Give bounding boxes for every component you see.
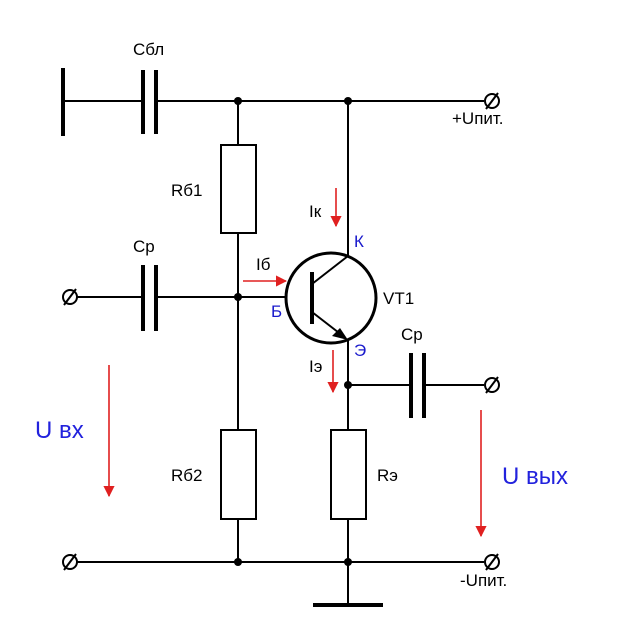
label-pin-emitter: Э [354,341,366,360]
label-u-in: U вх [35,417,84,444]
label-r-b1: Rб1 [171,181,202,200]
label-r-e: Rэ [377,466,398,485]
label-i-emitter: Iэ [309,357,322,376]
transistor-emitter-arrow [332,328,348,340]
terminal-bottom-left-slash [63,553,77,571]
terminal-input-slash [63,288,77,306]
label-r-b2: Rб2 [171,466,202,485]
label-u-out: U вых [502,463,568,490]
resistor-re [330,429,367,520]
label-i-base: Iб [256,255,271,274]
terminal-supply-neg-slash [485,553,499,571]
node-bottom-rb2 [234,558,242,566]
terminal-supply-pos-slash [485,92,499,110]
label-c-block: Сбл [133,40,164,59]
label-supply-neg: -Uпит. [460,571,507,590]
node-base [234,293,242,301]
label-pin-collector: К [354,232,364,251]
label-transistor: VT1 [383,289,414,308]
label-supply-pos: +Uпит. [452,109,504,128]
transistor-vt1-body [284,251,378,345]
terminal-output-slash [485,376,499,394]
label-c-in: Ср [133,237,155,256]
label-i-collector: Iк [309,202,322,221]
label-c-out: Ср [401,325,423,344]
resistor-rb2 [220,429,257,520]
resistor-rb1 [220,144,257,234]
label-pin-base: Б [271,302,282,321]
transistor-collector-lead [311,255,349,285]
node-bottom-re [344,558,352,566]
